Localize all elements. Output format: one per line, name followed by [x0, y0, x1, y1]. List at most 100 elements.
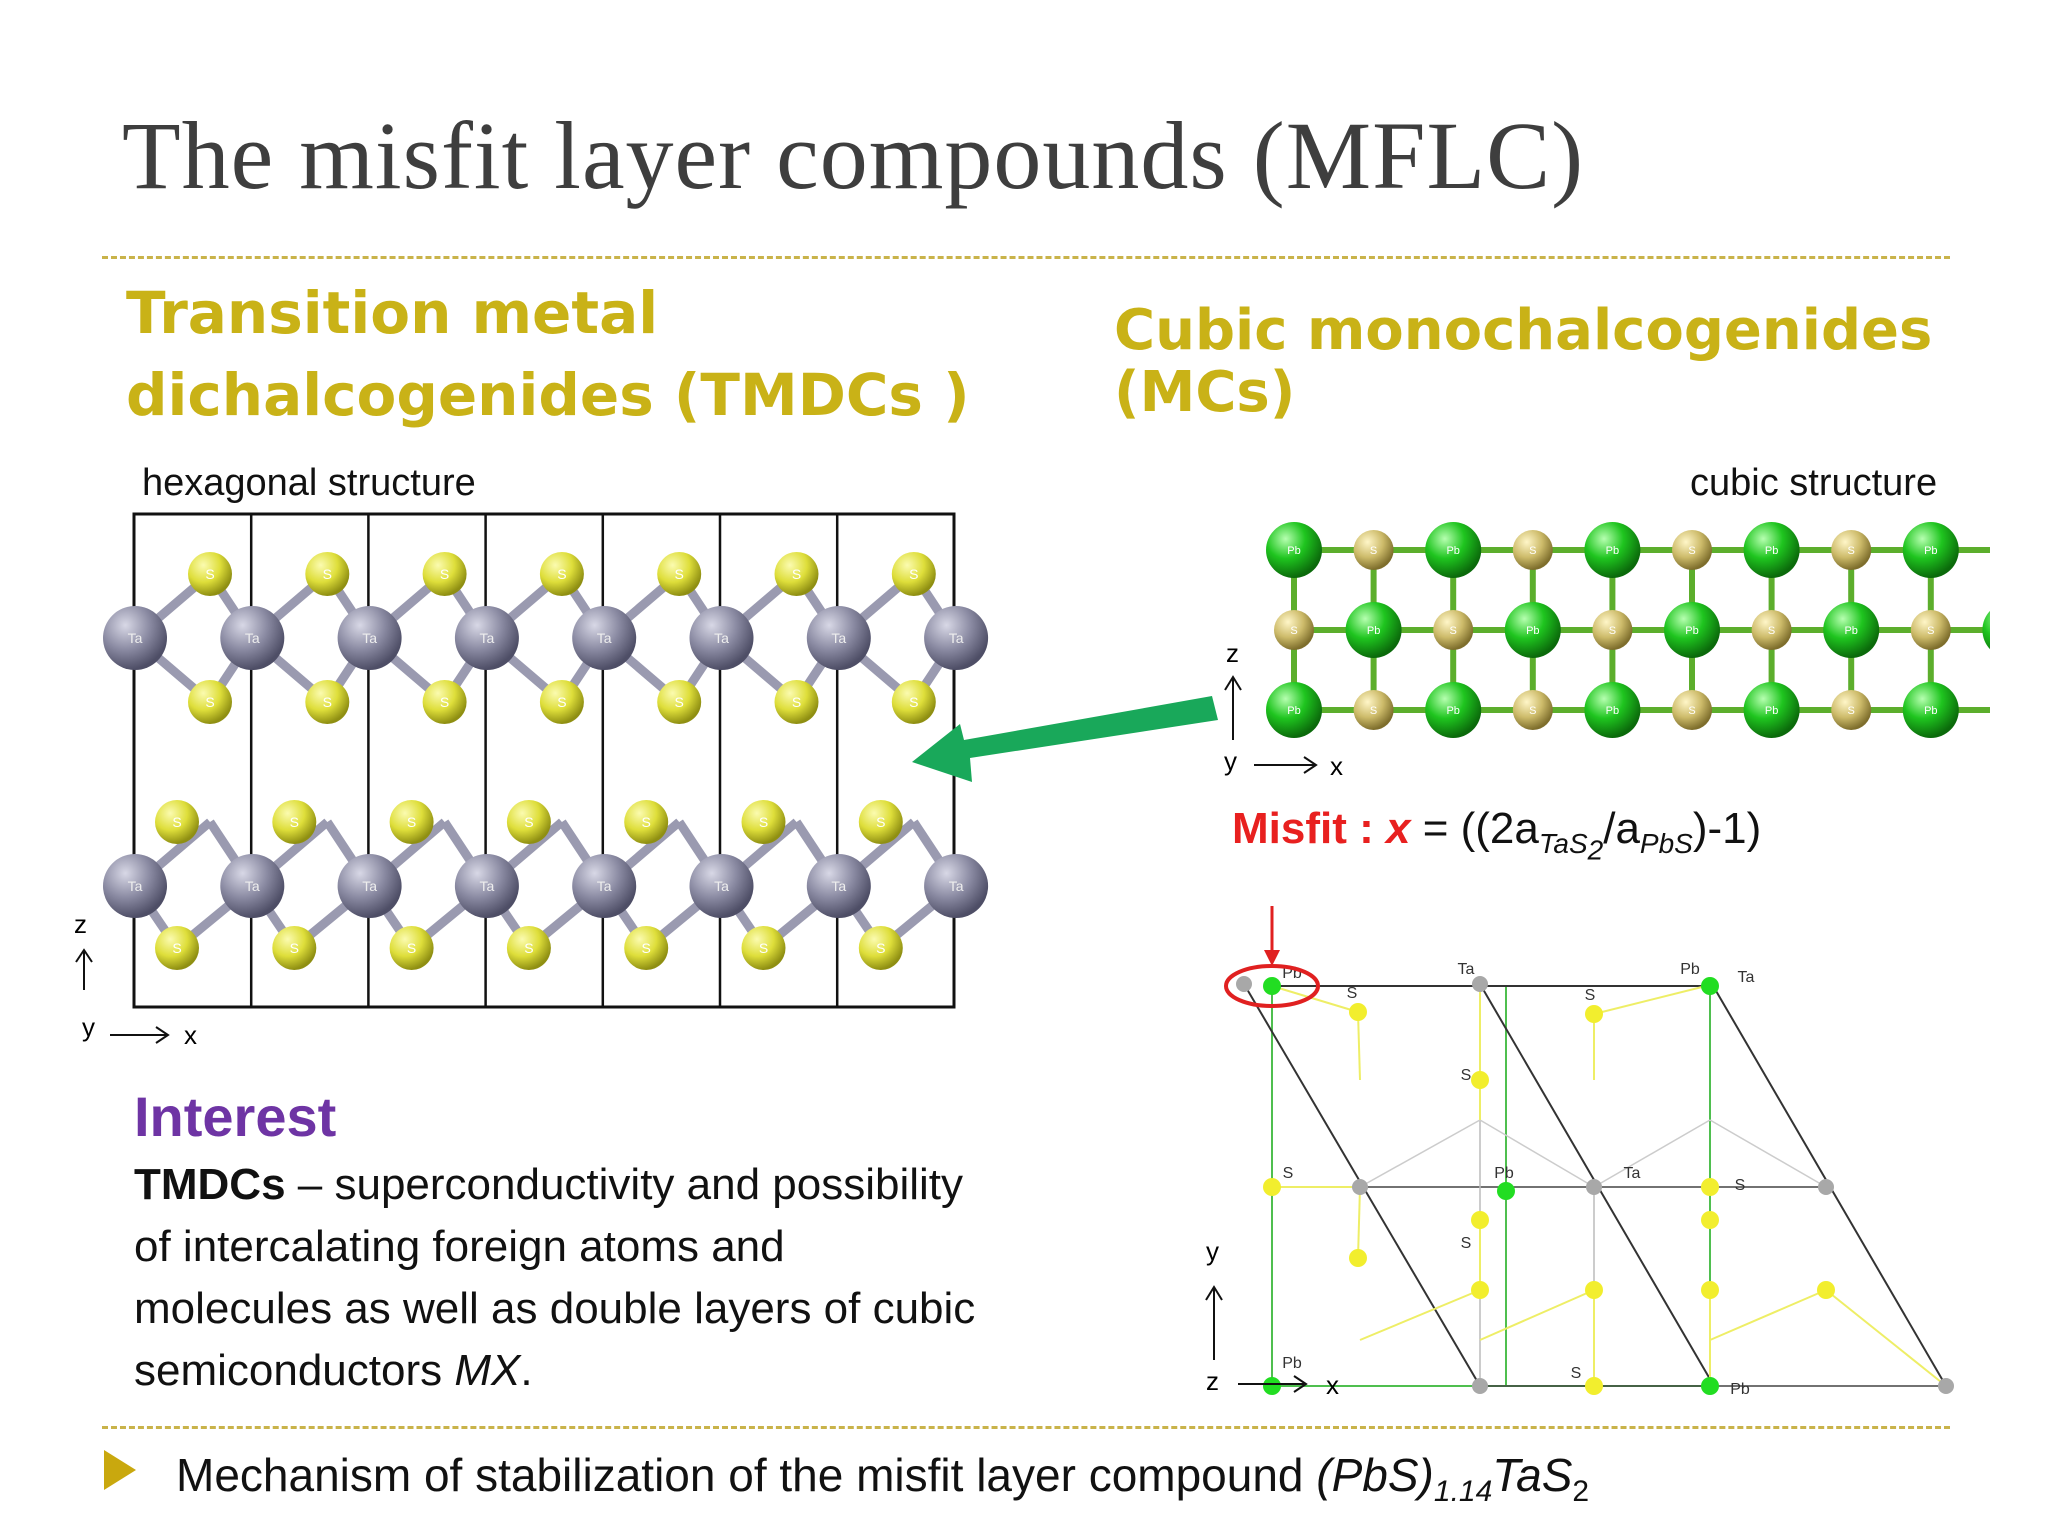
lattice-atom-label: S [1585, 987, 1596, 1004]
sulfur-atom-label: S [1370, 545, 1377, 557]
tantalum-atom-label: Ta [362, 630, 377, 646]
sulfur-atom [539, 552, 584, 596]
sulfur-atom [1512, 530, 1553, 570]
lattice-axis-z: z [1206, 1366, 1219, 1396]
sulfur-site [1817, 1281, 1835, 1299]
sulfur-atom-label: S [407, 814, 416, 830]
interest-heading: Interest [134, 1085, 337, 1148]
tantalum-atom [924, 854, 989, 918]
misfit-sub1b: 2 [1587, 834, 1604, 866]
bottom-divider [102, 1426, 1950, 1429]
sulfur-atom [188, 552, 232, 596]
tantalum-site [1472, 1378, 1488, 1394]
tantalum-site [1818, 1179, 1834, 1195]
sulfur-site [1585, 1281, 1603, 1299]
sulfur-atom-label: S [1848, 545, 1855, 557]
lead-atom [1584, 522, 1641, 578]
sulfur-atom [624, 926, 669, 970]
tantalum-site [1472, 976, 1488, 992]
sulfur-atom [539, 680, 584, 724]
sulfur-atom [1751, 610, 1792, 650]
lead-atom-label: Pb [1765, 545, 1778, 557]
sulfur-site [1349, 1249, 1367, 1267]
sulfur-atom-label: S [792, 694, 801, 710]
sulfur-atom [858, 926, 903, 970]
misfit-label: Misfit : [1232, 804, 1386, 853]
bottom-formula-sub: 1.14 [1433, 1475, 1493, 1509]
grey-bond [1709, 1119, 1827, 1188]
tantalum-atom-label: Ta [128, 630, 143, 646]
tantalum-atom [220, 606, 285, 670]
sulfur-atom-label: S [172, 814, 181, 830]
tantalum-atom-label: Ta [480, 878, 495, 894]
lead-site [1263, 1377, 1281, 1395]
tantalum-atom [337, 854, 402, 918]
sulfur-atom [155, 800, 199, 844]
sulfur-bond [1709, 1289, 1827, 1341]
tantalum-atom-label: Ta [480, 630, 495, 646]
sulfur-bond [1357, 1186, 1361, 1259]
sulfur-atom-label: S [1370, 705, 1377, 717]
interest-body-text: – superconductivity and possibility of i… [134, 1160, 976, 1395]
sulfur-atom [624, 800, 669, 844]
tantalum-atom-label: Ta [949, 630, 964, 646]
sulfur-atom [741, 926, 786, 970]
tantalum-atom [454, 606, 519, 670]
lattice-atom-label: Pb [1730, 1381, 1750, 1398]
bottom-formula-sub2: 2 [1572, 1475, 1590, 1509]
lead-atom-label: Pb [1287, 545, 1300, 557]
sulfur-atom [1433, 610, 1474, 650]
tmdc-heading-line2: dichalcogenides (TMDCs ) [126, 361, 970, 429]
sulfur-atom-label: S [1768, 625, 1775, 637]
tantalum-atom-label: Ta [597, 878, 612, 894]
sulfur-atom [1672, 530, 1712, 570]
tantalum-atom [337, 606, 402, 670]
lattice-axes: y z x [1205, 1236, 1339, 1400]
lead-atom [1266, 522, 1322, 578]
sulfur-atom [188, 680, 232, 724]
misfit-end: )-1) [1692, 804, 1762, 853]
sulfur-site [1471, 1211, 1489, 1229]
interest-bold: TMDCs [134, 1160, 286, 1209]
sulfur-atom-label: S [407, 940, 416, 956]
sulfur-atom [389, 926, 434, 970]
mc-heading: Cubic monochalcogenides (MCs) [1114, 300, 1932, 424]
lead-atom-label: Pb [1844, 625, 1857, 637]
lead-atom [1743, 682, 1800, 738]
lead-atom [1504, 602, 1561, 658]
sulfur-site [1471, 1071, 1489, 1089]
sulfur-atom-label: S [876, 940, 885, 956]
bottom-text: Mechanism of stabilization of the misfit… [176, 1449, 1317, 1501]
lead-atom-label: Pb [1685, 625, 1698, 637]
sulfur-atom [506, 800, 551, 844]
lattice-atom-label: S [1283, 1165, 1294, 1182]
page-title: The misfit layer compounds (MFLC) [122, 102, 1585, 209]
sulfur-atom-label: S [909, 566, 918, 582]
sulfur-site [1701, 1178, 1719, 1196]
lead-atom [1425, 522, 1482, 578]
sulfur-atom [422, 552, 467, 596]
lead-atom [1823, 602, 1880, 658]
lattice-atom-label: S [1571, 1365, 1582, 1382]
sulfur-atom [272, 926, 317, 970]
sulfur-atom [891, 552, 936, 596]
lead-atom-label: Pb [1287, 705, 1300, 717]
lead-atom-label: Pb [1367, 625, 1380, 637]
grey-bond [1479, 1119, 1595, 1188]
lead-atom-label: Pb [1446, 545, 1459, 557]
lattice-atom-label: Pb [1282, 1355, 1302, 1372]
sulfur-atom-label: S [1609, 625, 1616, 637]
sulfur-atom-label: S [205, 566, 214, 582]
lead-atom-label: Pb [1446, 705, 1459, 717]
cubic-axes: z y x [1224, 638, 1343, 781]
lattice-atom-label: S [1347, 985, 1358, 1002]
bottom-formula-a: (PbS) [1316, 1449, 1434, 1501]
sulfur-atom-label: S [909, 694, 918, 710]
lattice-atom-label: Ta [1624, 1165, 1641, 1182]
lead-atom [1902, 682, 1959, 738]
sulfur-atom-label: S [1529, 705, 1536, 717]
misfit-mid: /a [1603, 804, 1640, 853]
lattice-atom-label: Ta [1458, 961, 1475, 978]
sulfur-atom-label: S [524, 940, 533, 956]
sulfur-atom-label: S [675, 566, 684, 582]
